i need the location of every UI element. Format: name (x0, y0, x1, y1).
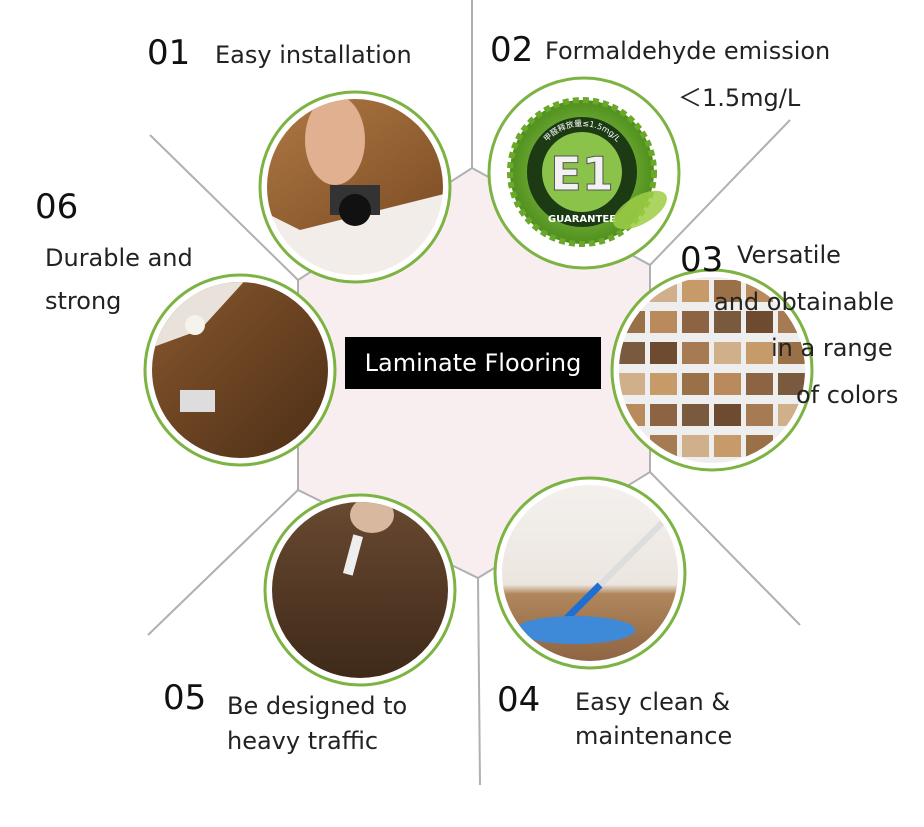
feature-02-number: 02 (490, 30, 534, 70)
feature-03-text-3: in a range (771, 334, 893, 362)
image-scratch-test (263, 493, 457, 687)
color-swatch (682, 373, 709, 395)
color-swatch (714, 280, 741, 302)
feature-02-text-2: ＜1.5mg/L (678, 84, 801, 112)
feature-01-number: 01 (147, 33, 191, 73)
feature-03-text-4: of colors (796, 381, 899, 409)
color-swatch (714, 404, 741, 426)
color-swatch (619, 373, 645, 395)
feature-06-text-1: Durable and (45, 244, 193, 272)
color-swatch (714, 373, 741, 395)
feature-04-number: 04 (497, 680, 541, 720)
color-swatch (619, 342, 645, 364)
image-color-swatches (610, 268, 814, 472)
badge-e1-text: E1 (550, 147, 613, 201)
color-swatch (682, 280, 709, 302)
color-swatch (682, 342, 709, 364)
image-e1-badge: 甲醛释放量≤1.5mg/L E1 GUARANTEE (487, 76, 681, 270)
image-mop (493, 476, 687, 670)
feature-04-text-1: Easy clean & (575, 688, 731, 716)
feature-05-text-2: heavy traffic (227, 727, 379, 755)
color-swatch (650, 373, 677, 395)
color-swatch (778, 342, 805, 364)
color-swatch (746, 373, 773, 395)
feature-06-number: 06 (35, 187, 79, 227)
feature-03-text-2: and obtainable (714, 288, 895, 316)
feature-05-number: 05 (163, 678, 207, 718)
feature-01-text: Easy installation (215, 41, 412, 69)
center-title: Laminate Flooring (345, 337, 601, 389)
color-swatch (746, 342, 773, 364)
feature-04-text-2: maintenance (575, 722, 733, 750)
color-swatch (714, 342, 741, 364)
color-swatch (682, 404, 709, 426)
feature-05-text-1: Be designed to (227, 692, 408, 720)
image-installation (258, 90, 452, 284)
image-wood-floor-room (143, 273, 337, 467)
color-swatch (682, 435, 709, 457)
connector-lines (147, 0, 801, 786)
color-swatch (714, 435, 741, 457)
color-swatch (650, 342, 677, 364)
color-swatch (746, 404, 773, 426)
feature-03-text-1: Versatile (737, 241, 841, 269)
color-swatch (682, 311, 709, 333)
color-swatch (650, 311, 677, 333)
feature-02-text-1: Formaldehyde emission (545, 37, 831, 65)
feature-06-text-2: strong (45, 287, 122, 315)
badge-guarantee-text: GUARANTEE (548, 214, 616, 225)
color-swatch (778, 373, 805, 395)
color-swatch (650, 404, 677, 426)
feature-03-number: 03 (680, 240, 724, 280)
color-swatch (714, 311, 741, 333)
color-swatch (746, 311, 773, 333)
